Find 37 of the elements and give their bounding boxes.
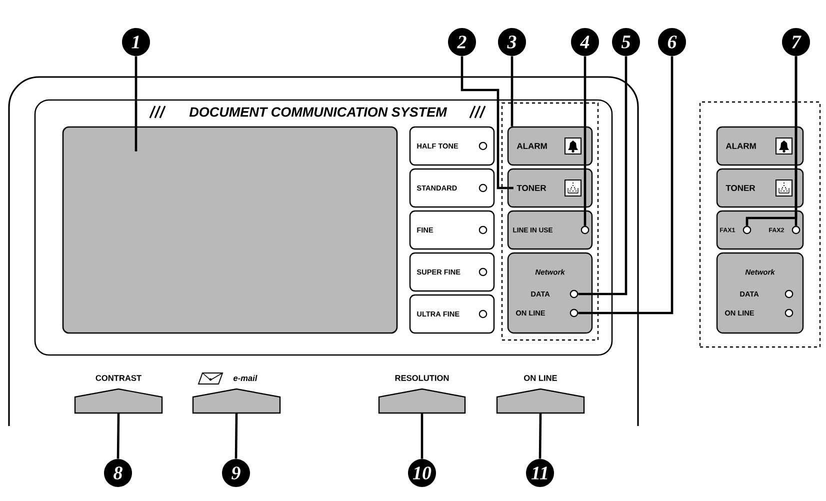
indicator-lamp — [570, 308, 578, 318]
leader-line — [794, 56, 798, 226]
callout-number: 9 — [222, 459, 250, 487]
key-button: RESOLUTION — [378, 375, 466, 414]
leader-line — [460, 56, 514, 190]
callout-number: 10 — [408, 459, 436, 487]
leader-line — [116, 413, 120, 459]
display-screen — [62, 126, 398, 334]
leader-line — [420, 413, 424, 459]
dashed-outline — [699, 101, 821, 348]
callout-number: 11 — [526, 459, 554, 487]
leader-line — [510, 56, 514, 126]
callout-number: 8 — [104, 459, 132, 487]
callout-number: 1 — [122, 28, 150, 56]
callout-number: 6 — [658, 28, 686, 56]
dashed-outline — [501, 102, 599, 341]
callout-number: 7 — [782, 28, 810, 56]
node-label: RESOLUTION — [395, 375, 449, 381]
callout-number: 5 — [612, 28, 640, 56]
indicator-lamp — [742, 226, 752, 234]
callout-number: 2 — [448, 28, 476, 56]
leader-line — [578, 56, 628, 296]
callout-number: 3 — [498, 28, 526, 56]
leader-line — [538, 413, 542, 459]
node-label: ON LINE — [524, 375, 558, 381]
leader-line — [234, 413, 238, 459]
indicator-lamp — [580, 226, 590, 234]
node-label: CONTRAST — [96, 375, 142, 381]
indicator-lamp — [570, 290, 578, 298]
leader-line — [584, 56, 586, 226]
leader-line — [578, 56, 674, 314]
indicator-lamp — [792, 226, 800, 234]
key-button: ON LINE — [496, 375, 585, 414]
key-button: CONTRAST — [74, 375, 163, 414]
callout-number: 4 — [571, 28, 599, 56]
leader-line — [134, 56, 138, 152]
key-button: e-mail — [192, 374, 281, 414]
